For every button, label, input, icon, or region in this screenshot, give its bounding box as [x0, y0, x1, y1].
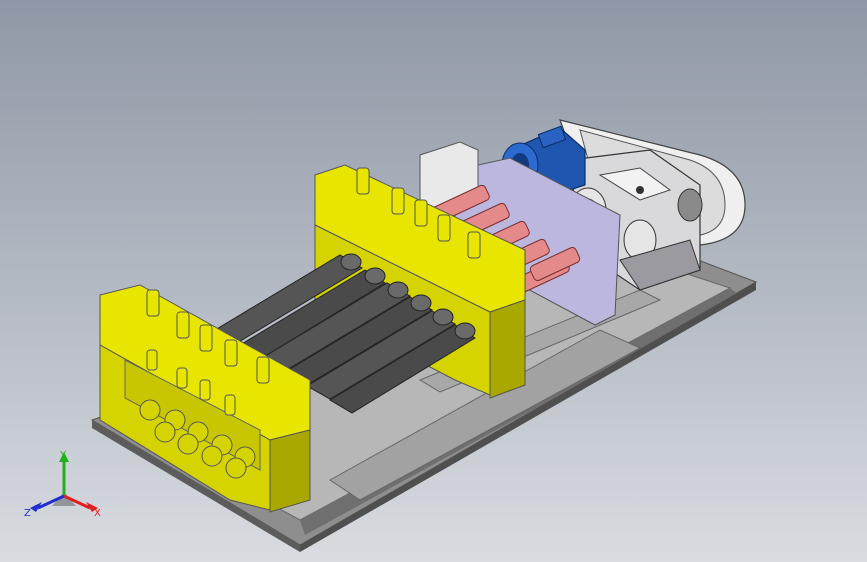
- straightening-rollers: [214, 253, 476, 414]
- z-axis-label: Z: [24, 508, 31, 519]
- front-roller-stand: [99, 284, 311, 513]
- x-axis-label: X: [94, 508, 101, 519]
- gearbox-bolt-icon: [636, 186, 644, 194]
- coordinate-triad: Y X Z: [24, 450, 101, 519]
- y-axis-label: Y: [59, 450, 67, 461]
